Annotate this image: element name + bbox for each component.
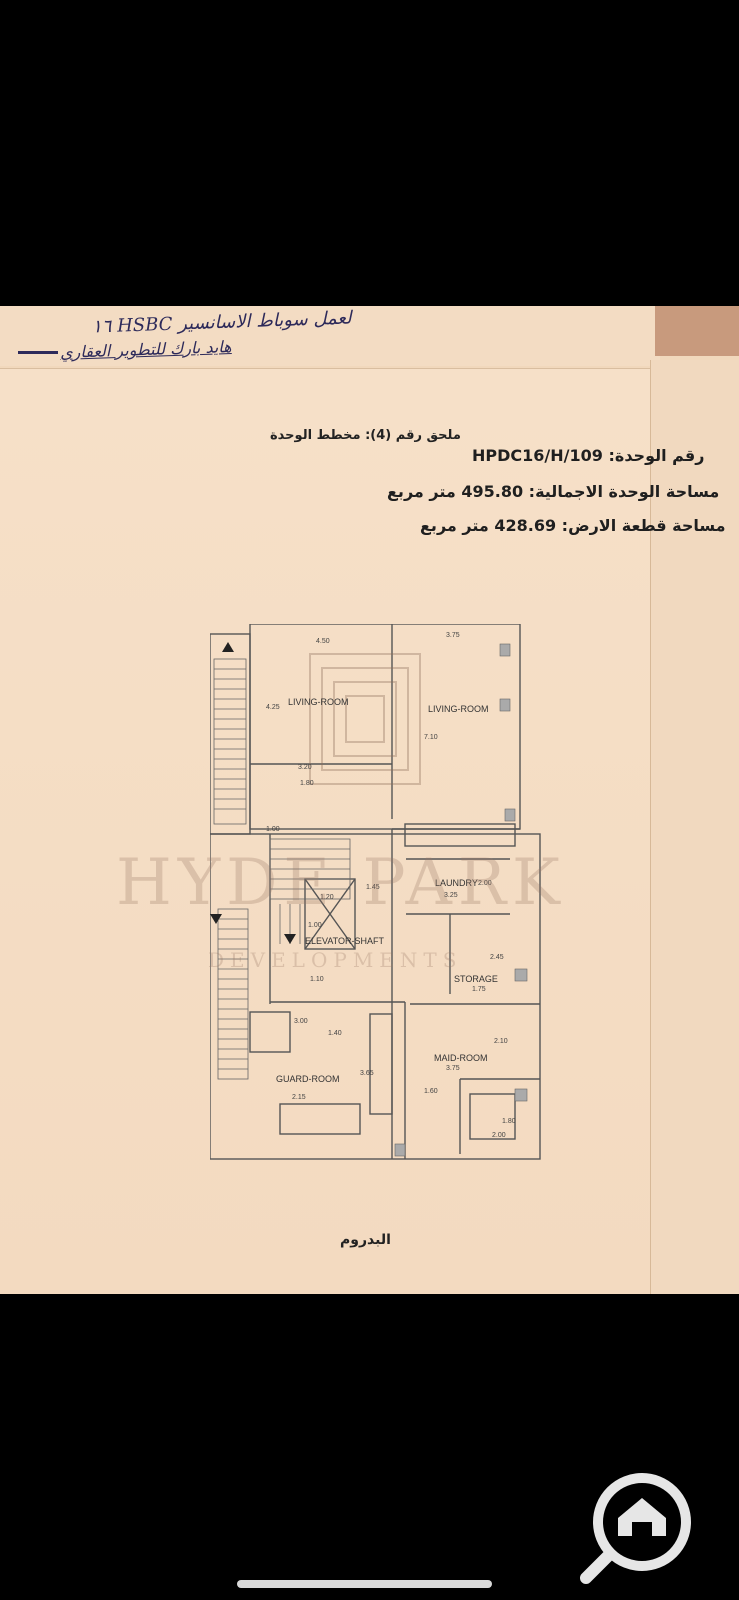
dimension-label: 3.75 (446, 632, 460, 639)
dimension-label: 1.10 (310, 976, 324, 983)
dimension-label: 4.25 (266, 704, 280, 711)
back-sheet (0, 306, 660, 366)
document-photo: ١٦ HSBC لعمل سوباط الاسانسير هايد بارك ل… (0, 306, 739, 1294)
dimension-label: 3.00 (294, 1018, 308, 1025)
plot-area-value: 428.69 (494, 516, 557, 535)
background-corner (655, 306, 739, 356)
total-area-unit: متر مربع (387, 482, 456, 501)
watermark-sub: DEVELOPMENTS (208, 948, 463, 972)
unit-number-value: HPDC16/H/109 (472, 446, 603, 465)
dimension-label: 1.00 (308, 922, 322, 929)
unit-number-label: رقم الوحدة: (608, 446, 705, 465)
dimension-label: 3.75 (446, 1065, 460, 1072)
annex-title: ملحق رقم (4): مخطط الوحدة (270, 428, 461, 443)
dimension-label: 1.75 (472, 986, 486, 993)
watermark-brand: HYDE PARK (116, 846, 566, 920)
room-label-living-1: LIVING-ROOM (288, 697, 349, 707)
total-area-label: مساحة الوحدة الاجمالية: (528, 482, 720, 501)
dimension-label: 1.40 (328, 1030, 342, 1037)
dimension-label: 3.65 (360, 1070, 374, 1077)
dimension-label: 3.25 (444, 892, 458, 899)
room-label-storage: STORAGE (454, 974, 498, 984)
dimension-label: 2.10 (494, 1038, 508, 1045)
floor-label: البدروم (340, 1232, 391, 1248)
total-area-value: 495.80 (461, 482, 524, 501)
dimension-label: 1.20 (320, 894, 334, 901)
room-label-maid: MAID-ROOM (434, 1053, 488, 1063)
home-indicator[interactable] (237, 1580, 492, 1588)
right-sheet (650, 360, 739, 1294)
total-area-row: مساحة الوحدة الاجمالية: 495.80 متر مربع (387, 482, 719, 501)
plot-area-row: مساحة قطعة الارض: 428.69 متر مربع (420, 516, 726, 535)
floor-plan: LIVING-ROOM LIVING-ROOM LAUNDRY ELEVATOR… (210, 624, 560, 1164)
dimension-label: 2.15 (292, 1094, 306, 1101)
dimension-label: 1.45 (366, 884, 380, 891)
dimension-label: 1.80 (502, 1118, 516, 1125)
room-label-living-2: LIVING-ROOM (428, 704, 489, 714)
dimension-label: 2.00 (478, 880, 492, 887)
dimension-label: 3.20 (298, 764, 312, 771)
dimension-label: 7.10 (424, 734, 438, 741)
dimension-label: 1.60 (424, 1088, 438, 1095)
dimension-label: 2.45 (490, 954, 504, 961)
main-page (0, 368, 700, 1294)
room-label-elevator: ELEVATOR-SHAFT (305, 936, 385, 946)
home-search-logo-icon (578, 1466, 698, 1586)
room-label-laundry: LAUNDRY (435, 878, 478, 888)
plot-area-label: مساحة قطعة الارض: (561, 516, 726, 535)
dimension-label: 1.00 (266, 826, 280, 833)
dimension-label: 4.50 (316, 638, 330, 645)
unit-number-row: رقم الوحدة: HPDC16/H/109 (472, 446, 704, 465)
handwritten-dash (18, 351, 58, 354)
plot-area-unit: متر مربع (420, 516, 489, 535)
dimension-label: 2.00 (492, 1132, 506, 1139)
floor-plan-drawing (210, 624, 541, 1160)
dimension-label: 1.80 (300, 780, 314, 787)
room-label-guard: GUARD-ROOM (276, 1074, 340, 1084)
